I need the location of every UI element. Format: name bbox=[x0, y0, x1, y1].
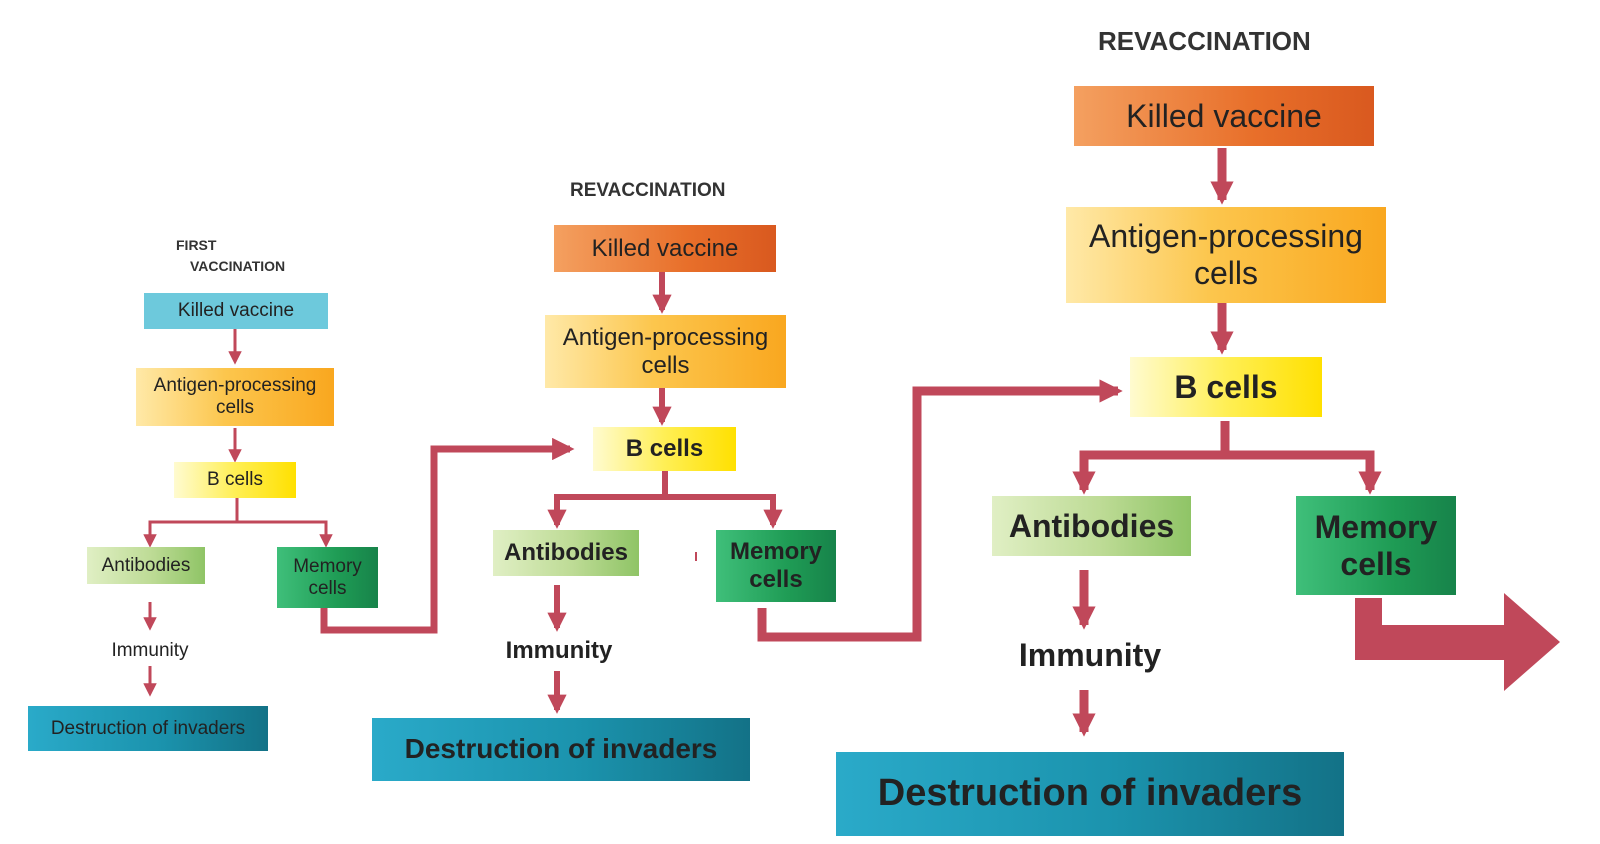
stage1-header-line2: VACCINATION bbox=[190, 258, 286, 274]
stage3-apc-box: Antigen-processing cells bbox=[1066, 207, 1386, 303]
stage1-memory-line1: Memory bbox=[293, 555, 362, 577]
stage1-vaccine-label: Killed vaccine bbox=[177, 300, 295, 322]
stage2-immunity-label: Immunity bbox=[505, 637, 613, 664]
stage3-apc-line2: cells bbox=[1193, 255, 1258, 291]
stage3-vaccine-box: Killed vaccine bbox=[1074, 86, 1374, 146]
stage3-arrows bbox=[1072, 148, 1382, 737]
stage2-destruction-label: Destruction of invaders bbox=[404, 733, 718, 765]
stage1-immunity-label: Immunity bbox=[111, 640, 189, 661]
stage2-bcells-label: B cells bbox=[625, 435, 704, 463]
stage1-destruction-label: Destruction of invaders bbox=[50, 717, 246, 739]
stage1-vaccine-box: Killed vaccine bbox=[144, 293, 328, 329]
stage3-destruction-label: Destruction of invaders bbox=[877, 772, 1303, 815]
stage2-memory-line2: cells bbox=[749, 566, 803, 593]
stage3-bcells-box: B cells bbox=[1130, 357, 1322, 417]
stage2-apc-line2: cells bbox=[641, 351, 690, 379]
stage2-memory-line1: Memory bbox=[729, 538, 823, 566]
stage1-apc-line2: cells bbox=[215, 397, 254, 418]
stage1-bcells-box: B cells bbox=[174, 462, 296, 498]
stage2-destruction-box: Destruction of invaders bbox=[372, 718, 750, 781]
stage3-vaccine-label: Killed vaccine bbox=[1126, 97, 1322, 134]
outgoing-arrow bbox=[1355, 593, 1560, 691]
connector-2-to-3 bbox=[757, 379, 1123, 642]
stage3-memory-box: Memory cells bbox=[1296, 496, 1456, 595]
stage3-antibodies-label: Antibodies bbox=[1008, 507, 1175, 544]
stage3-destruction-box: Destruction of invaders bbox=[836, 752, 1344, 836]
stage3-memory-line1: Memory bbox=[1314, 508, 1438, 545]
stage1-apc-box: Antigen-processing cells bbox=[136, 368, 334, 426]
stage3-bcells-label: B cells bbox=[1174, 368, 1278, 405]
stage2-vaccine-label: Killed vaccine bbox=[591, 234, 739, 262]
stage1-memory-box: Memory cells bbox=[277, 547, 378, 608]
stage3-header: REVACCINATION bbox=[1098, 26, 1311, 56]
stage1-header-line1: FIRST bbox=[176, 237, 217, 253]
stage2-header: REVACCINATION bbox=[570, 180, 726, 201]
stage2-apc-box: Antigen-processing cells bbox=[545, 315, 786, 388]
stage1-memory-line2: cells bbox=[308, 577, 347, 599]
stage3-immunity-label: Immunity bbox=[1018, 637, 1162, 673]
stage1-destruction-box: Destruction of invaders bbox=[28, 706, 268, 751]
stage2-antibodies-label: Antibodies bbox=[504, 539, 628, 567]
stage3-memory-line2: cells bbox=[1340, 545, 1412, 582]
stage3-antibodies-box: Antibodies bbox=[992, 496, 1191, 556]
stage3-apc-line1: Antigen-processing bbox=[1089, 218, 1363, 255]
stage2-vaccine-box: Killed vaccine bbox=[554, 225, 776, 272]
stage1-antibodies-label: Antibodies bbox=[101, 554, 191, 576]
stage2-arrows bbox=[547, 271, 783, 714]
stage1-antibodies-box: Antibodies bbox=[87, 547, 205, 584]
connector-1-to-2 bbox=[320, 437, 575, 634]
stage2-apc-line1: Antigen-processing bbox=[562, 323, 769, 351]
stage1-bcells-label: B cells bbox=[207, 469, 263, 491]
stage1-apc-line1: Antigen-processing bbox=[153, 375, 317, 397]
stage2-bcells-box: B cells bbox=[593, 427, 736, 471]
stage2-antibodies-box: Antibodies bbox=[493, 530, 639, 576]
stage2-memory-box: Memory cells bbox=[716, 530, 836, 602]
stage1-arrows bbox=[143, 326, 333, 697]
